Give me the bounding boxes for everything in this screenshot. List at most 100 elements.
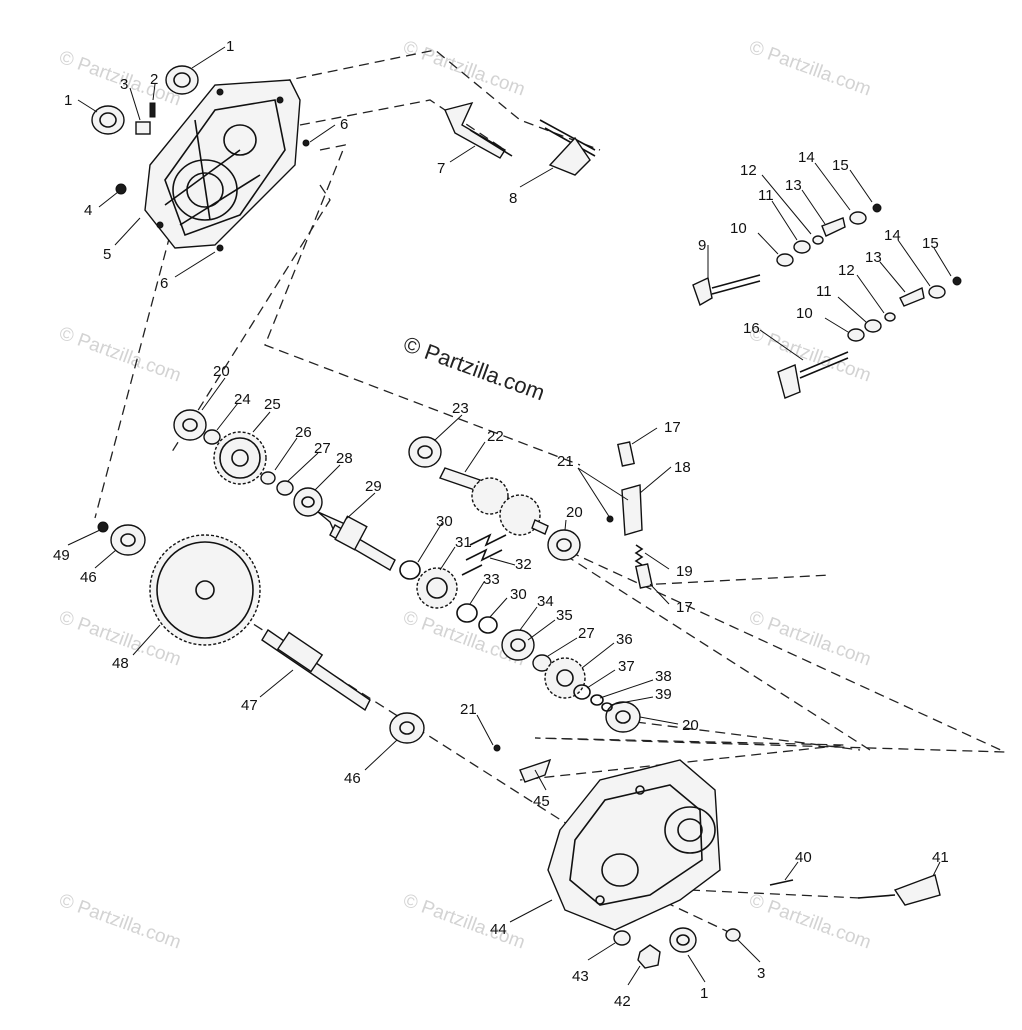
pin-part-2	[149, 102, 156, 118]
callout-11: 11	[758, 187, 774, 204]
callout-33: 33	[483, 571, 500, 588]
callout-3: 3	[757, 965, 765, 982]
callout-49: 49	[53, 547, 70, 564]
detent-sleeve-part-17	[635, 563, 653, 589]
dowel-pin-part-6	[302, 139, 310, 147]
bolt-part-4	[115, 183, 127, 195]
leader-lines	[67, 46, 952, 986]
washer-part-39	[601, 702, 613, 712]
callout-37: 37	[618, 658, 635, 675]
callout-46: 46	[80, 569, 97, 586]
needle-bearing-part-32	[461, 533, 507, 576]
watermark-text: © Partzilla.com	[400, 890, 527, 954]
dipstick-part-41	[857, 874, 941, 906]
callout-7: 7	[437, 160, 445, 177]
callout-20: 20	[213, 363, 230, 380]
washer-part-26	[260, 471, 276, 485]
callout-19: 19	[676, 563, 693, 580]
shift-fork-part-8	[539, 119, 596, 176]
plug-part-42	[637, 944, 661, 969]
callout-34: 34	[537, 593, 554, 610]
callout-4: 4	[84, 202, 92, 219]
watermark-text: © Partzilla.com	[746, 607, 873, 671]
detent-plate-part-18	[621, 484, 643, 536]
callout-46: 46	[344, 770, 361, 787]
spring-part-19	[634, 544, 644, 566]
washer-part-38	[590, 694, 604, 706]
washer-part-43	[613, 930, 631, 946]
callout-21: 21	[460, 701, 477, 718]
seal-part-1	[669, 927, 697, 953]
callout-labels: 1 1 1 2 3 3 4 5 6 6 7 8 9 10 10 11 11 12…	[53, 38, 949, 1010]
lever-part-13	[821, 217, 846, 237]
callout-23: 23	[452, 400, 469, 417]
circlip-part-30	[399, 560, 421, 580]
nut-part-15	[952, 276, 962, 286]
callout-20: 20	[682, 717, 699, 734]
washer-part-14	[928, 285, 946, 299]
watermark-text: © Partzilla.com	[56, 323, 183, 387]
callout-6: 6	[340, 116, 348, 133]
callout-22: 22	[487, 428, 504, 445]
callout-26: 26	[295, 424, 312, 441]
washer-part-3	[725, 928, 741, 942]
shaft-part-29	[317, 511, 396, 571]
washer-part-27	[276, 480, 294, 496]
dowel-pin-part-6	[216, 244, 224, 252]
callout-47: 47	[241, 697, 258, 714]
callout-14: 14	[884, 227, 901, 244]
bearing-part-23	[408, 436, 442, 468]
callout-17: 17	[676, 599, 693, 616]
callout-2: 2	[150, 71, 158, 88]
callout-30: 30	[510, 586, 527, 603]
washer-part-14	[849, 211, 867, 225]
callout-9: 9	[698, 237, 706, 254]
watermark-text: © Partzilla.com	[746, 890, 873, 954]
assembly-guide-lines	[94, 49, 1006, 936]
shaft-part-47	[261, 629, 371, 712]
pin-part-21	[493, 744, 501, 752]
callout-6: 6	[160, 275, 168, 292]
callout-1: 1	[226, 38, 234, 55]
callout-1: 1	[64, 92, 72, 109]
gear-part-48	[149, 534, 261, 646]
callout-24: 24	[234, 391, 251, 408]
bearing-part-33	[456, 603, 478, 623]
callout-36: 36	[616, 631, 633, 648]
watermark-text: © Partzilla.com	[56, 890, 183, 954]
callout-15: 15	[922, 235, 939, 252]
callout-1: 1	[700, 985, 708, 1002]
callout-27: 27	[578, 625, 595, 642]
countershaft-part-22	[439, 467, 549, 536]
callout-5: 5	[103, 246, 111, 263]
washer-part-37	[573, 684, 591, 700]
callout-40: 40	[795, 849, 812, 866]
washer-part-10	[847, 328, 865, 342]
center-watermark: © Partzilla.com	[400, 331, 548, 405]
bearing-part-20	[547, 529, 581, 561]
gear-part-25	[213, 431, 267, 485]
bolt-part-49	[97, 521, 109, 533]
callout-31: 31	[455, 534, 472, 551]
watermark-text: © Partzilla.com	[746, 37, 873, 101]
callout-20: 20	[566, 504, 583, 521]
callout-11: 11	[816, 283, 832, 300]
callout-48: 48	[112, 655, 129, 672]
callout-32: 32	[515, 556, 532, 573]
pin-part-21	[606, 515, 614, 523]
shift-shaft-part-9	[692, 274, 761, 307]
washer-part-24	[203, 429, 221, 445]
rod-part-40	[769, 879, 794, 886]
callout-13: 13	[865, 249, 882, 266]
washer-part-10	[776, 253, 794, 267]
bushing-part-28	[293, 487, 323, 517]
bearing-part-20	[605, 701, 641, 733]
washer-part-12	[812, 235, 824, 245]
callout-12: 12	[838, 262, 855, 279]
callout-42: 42	[614, 993, 631, 1010]
callout-25: 25	[264, 396, 281, 413]
bearing-part-20	[173, 409, 207, 441]
callout-10: 10	[796, 305, 813, 322]
callout-44: 44	[490, 921, 507, 938]
